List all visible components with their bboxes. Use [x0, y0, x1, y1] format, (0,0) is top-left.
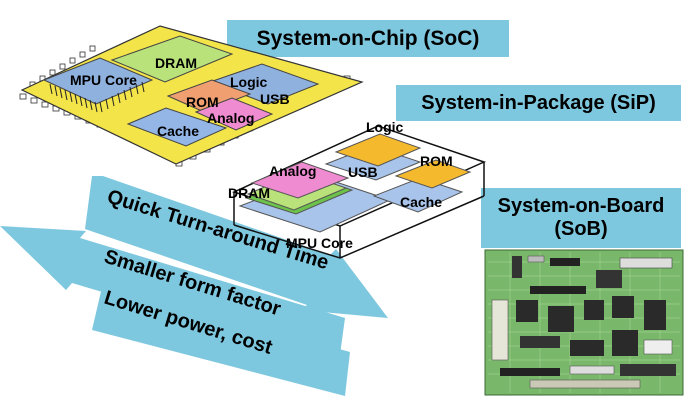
soc-rom-block — [166, 79, 252, 113]
sip-package: Logic ROM USB Analog DRAM Cache MPU Core — [228, 119, 487, 259]
sip-usb-label: USB — [348, 164, 378, 180]
sip-dram-label: DRAM — [228, 185, 270, 201]
arrows-group: Quick Turn-around Time Smaller form fact… — [0, 176, 388, 396]
soc-logic-label: Logic — [230, 74, 268, 90]
soc-dram-label: DRAM — [155, 55, 197, 71]
soc-rom-label: ROM — [186, 94, 219, 110]
sip-logic-label: Logic — [366, 119, 404, 135]
sip-mpu-label: MPU Core — [286, 235, 353, 251]
soc-mpu-block — [42, 57, 154, 105]
sip-analog-label: Analog — [269, 163, 316, 179]
sip-cache-layer — [372, 177, 464, 213]
sob-components — [491, 255, 676, 389]
sip-title: System-in-Package (SiP) — [396, 85, 681, 121]
soc-logic-usb-block — [208, 63, 320, 105]
soc-analog-block — [194, 97, 274, 131]
soc-cache-block — [126, 107, 228, 147]
soc-dram-block — [110, 35, 234, 83]
sob-title-line1: System-on-Board — [497, 195, 665, 217]
soc-chip: DRAM MPU Core Logic USB ROM Analog Cache — [19, 25, 364, 167]
soc-cache-label: Cache — [157, 123, 199, 139]
right-arrow — [85, 176, 388, 318]
soc-usb-label: USB — [260, 91, 290, 107]
soc-title: System-on-Chip (SoC) — [227, 20, 509, 57]
sip-rom-layer — [394, 159, 472, 189]
soc-mpu-label: MPU Core — [70, 72, 137, 88]
bottom-band — [92, 283, 350, 396]
sip-logic-layer — [334, 133, 422, 167]
sip-rom-label: ROM — [420, 153, 453, 169]
sob-title: System-on-Board (SoB) — [481, 188, 681, 248]
soc-analog-label: Analog — [207, 110, 254, 126]
sob-title-line2: (SoB) — [554, 218, 608, 240]
sob-board — [484, 249, 684, 396]
soc-mpu-spikes — [49, 81, 145, 113]
sip-analog-layer — [250, 161, 350, 199]
sip-cache-label: Cache — [400, 194, 442, 210]
